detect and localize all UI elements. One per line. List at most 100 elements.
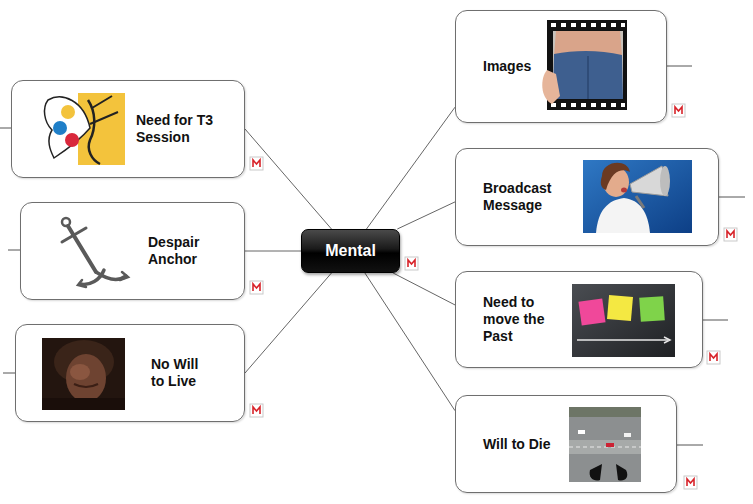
megaphone-photo-part [601, 163, 630, 190]
branch-label: Need for T3 Session [136, 112, 214, 146]
branch-connector [366, 107, 455, 229]
street-photo [569, 407, 641, 482]
anchor-icon-part [80, 270, 104, 284]
branch-label: Will to Die [483, 436, 575, 453]
sticky-notes-part [639, 296, 665, 322]
film-strip [542, 20, 627, 110]
stub-lines-part [667, 66, 692, 67]
branch-topic: Need to move the Past [455, 271, 703, 368]
woman-photo-part [70, 364, 90, 380]
note-icons-part-part [710, 354, 717, 361]
anchor-icon [62, 218, 128, 287]
film-strip-part [553, 31, 623, 99]
street-photo-part [569, 407, 641, 417]
butterfly-logo-part [61, 105, 75, 119]
note-icons-part-part [250, 157, 263, 170]
branch-label: Need to move the Past [483, 294, 557, 345]
film-strip-part-part [611, 23, 616, 27]
branch-label: No Will to Live [151, 356, 215, 390]
note-icons-part [250, 281, 263, 294]
megaphone-photo-part [636, 196, 644, 208]
butterfly-logo-part [65, 133, 79, 147]
branch-topic: Need for T3 Session [11, 80, 245, 178]
film-strip-part-part [601, 103, 606, 107]
film-strip-part-part [551, 23, 556, 27]
branch-topic: Images [455, 10, 667, 123]
note-icons-part-part [727, 231, 734, 238]
film-strip-part-part [561, 23, 566, 27]
note-icons-part-part [405, 257, 418, 270]
branch-topic: Broadcast Message [455, 148, 719, 246]
note-icons-part [707, 351, 720, 364]
woman-photo-part [42, 338, 125, 410]
sticky-notes-part [577, 339, 668, 341]
note-icons-part-part [687, 479, 694, 486]
note-icons-part [250, 157, 263, 170]
note-icons-part [724, 228, 737, 241]
film-strip-part-part [561, 103, 566, 107]
note-icons-part-part [672, 104, 685, 117]
sticky-notes-part [572, 284, 675, 357]
stub-lines-part [703, 320, 728, 321]
central-topic: Mental [301, 229, 400, 273]
sticky-notes-part [664, 337, 670, 343]
butterfly-logo-part [90, 96, 118, 124]
branch-label: Images [483, 58, 553, 75]
stub-lines-part [8, 250, 20, 251]
note-icons-part-part [408, 260, 415, 267]
film-strip-part-part [581, 103, 586, 107]
branch-topic: Despair Anchor [20, 202, 245, 300]
note-icons-part [684, 476, 697, 489]
film-strip-part-part [571, 23, 576, 27]
note-icons-part [250, 404, 263, 417]
street-photo-part [578, 430, 585, 434]
anchor-icon-part [78, 280, 86, 287]
film-strip-part [542, 70, 560, 104]
film-strip-part-part [621, 103, 625, 107]
film-strip-part-part [591, 23, 596, 27]
note-icons-part-part [250, 281, 263, 294]
film-strip-part-part [581, 23, 586, 27]
branch-connector [393, 273, 455, 305]
note-icons-part-part [684, 476, 697, 489]
street-photo-part [569, 407, 641, 482]
stub-lines-part [0, 128, 11, 129]
note-icons [250, 104, 737, 489]
topic-label: Mental [325, 241, 376, 261]
butterfly-logo-part [45, 97, 90, 158]
note-icons-part-part [253, 160, 260, 167]
sticky-notes-part [607, 295, 633, 321]
stub-lines-part [719, 197, 745, 198]
note-icons-part [672, 104, 685, 117]
sticky-notes [572, 284, 675, 357]
woman-photo-part [42, 398, 125, 410]
branch-connector [245, 273, 331, 373]
note-icons-part [405, 257, 418, 270]
note-icons-part-part [724, 228, 737, 241]
street-photo-part [569, 447, 641, 448]
film-strip-part [587, 56, 589, 99]
butterfly-logo-part [53, 121, 67, 135]
sticky-notes-part [578, 298, 605, 325]
branch-connector [365, 273, 455, 411]
note-icons-part-part [675, 107, 682, 114]
film-strip-part [551, 23, 625, 107]
film-strip-part-part [621, 23, 625, 27]
film-strip-part-part [601, 23, 606, 27]
butterfly-logo [38, 93, 125, 165]
branch-label: Despair Anchor [148, 234, 212, 268]
woman-photo-part [74, 384, 98, 387]
stub-lines-part [677, 445, 703, 446]
megaphone-photo-part [583, 160, 692, 233]
branch-connector [397, 202, 455, 229]
branch-connector [245, 251, 301, 252]
anchor-icon-part [68, 226, 96, 272]
film-strip-part-part [591, 103, 596, 107]
woman-photo [42, 338, 125, 410]
branch-topic: No Will to Live [15, 324, 245, 422]
branch-topic: Will to Die [455, 395, 677, 493]
branch-label: Broadcast Message [483, 180, 567, 214]
megaphone-photo [583, 160, 692, 233]
note-icons-part-part [253, 407, 260, 414]
